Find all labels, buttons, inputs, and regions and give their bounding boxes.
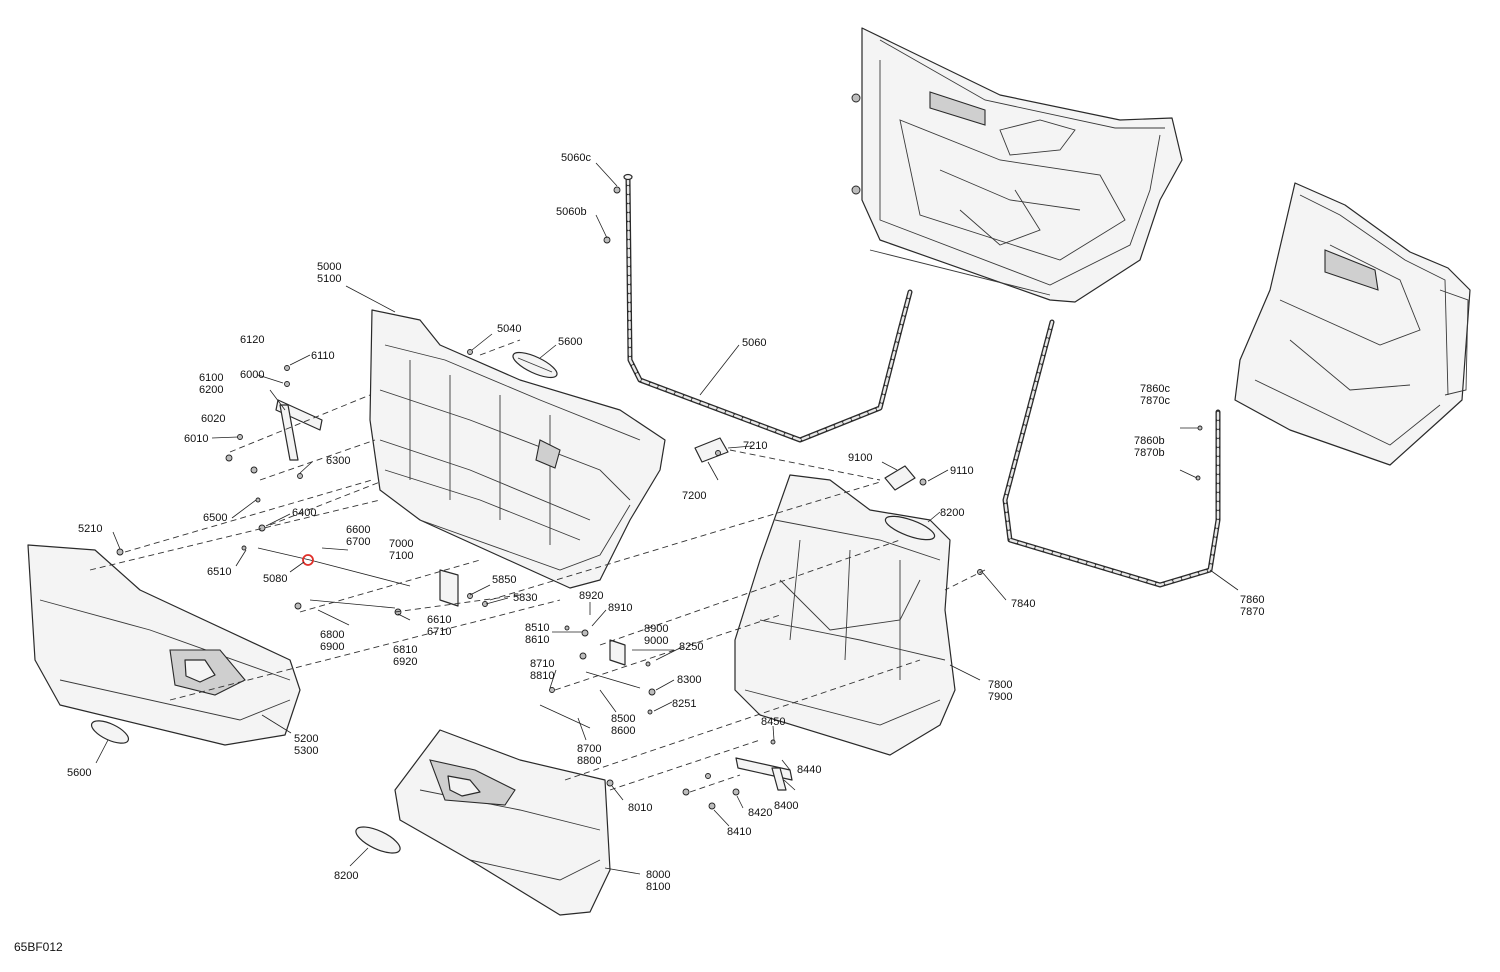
door-frame-5000	[369, 309, 666, 589]
callout-7210: 7210	[743, 440, 768, 452]
callout-6110: 6110	[311, 350, 335, 362]
callout-7860c-7870c: 7860c 7870c	[1140, 383, 1170, 407]
callout-7000-7100: 7000 7100	[389, 538, 414, 562]
callout-5000-5100: 5000 5100	[317, 261, 342, 285]
bracket-9100	[884, 465, 916, 491]
weatherstrip-5060	[623, 173, 913, 443]
callout-8200-right: 8200	[940, 507, 965, 519]
callout-8900-9000: 8900 9000	[644, 623, 669, 647]
hardware-fasteners	[116, 186, 1203, 810]
callout-6510: 6510	[207, 566, 232, 578]
door-panel-8000	[394, 729, 611, 916]
handle-5600-top	[512, 351, 558, 379]
callout-6010: 6010	[184, 433, 209, 445]
weatherstrip-7860	[1002, 319, 1221, 588]
callout-6810-6920: 6810 6920	[393, 644, 418, 668]
callout-6300: 6300	[326, 455, 351, 467]
callout-8410: 8410	[727, 826, 752, 838]
callout-8450: 8450	[761, 716, 786, 728]
door-frame-7800	[734, 474, 956, 756]
alignment-lines	[89, 339, 986, 793]
latch-7000	[439, 569, 459, 607]
callout-8700-8800: 8700 8800	[577, 743, 602, 767]
callout-6610-6710: 6610 6710	[427, 614, 452, 638]
callout-6400: 6400	[292, 507, 317, 519]
callout-5600-bottom: 5600	[67, 767, 92, 779]
callout-6020: 6020	[201, 413, 226, 425]
rod-8700	[539, 671, 641, 729]
callout-7200: 7200	[682, 490, 707, 502]
callout-6120: 6120	[240, 334, 265, 346]
callout-5040: 5040	[497, 323, 522, 335]
hinge-6000	[275, 399, 323, 461]
callout-8251: 8251	[672, 698, 697, 710]
latch-bracket-7200	[694, 437, 729, 463]
handle-5600-bottom	[90, 720, 130, 744]
callout-5200-5300: 5200 5300	[294, 733, 319, 757]
callout-5060b: 5060b	[556, 206, 587, 218]
callout-8250: 8250	[679, 641, 704, 653]
handle-8200-bottom	[355, 826, 401, 854]
callout-6800-6900: 6800 6900	[320, 629, 345, 653]
callout-8420: 8420	[748, 807, 773, 819]
callout-6600-6700: 6600 6700	[346, 524, 371, 548]
callout-5080: 5080	[263, 573, 288, 585]
callout-5600-top: 5600	[558, 336, 583, 348]
door-panel-5200	[27, 544, 301, 746]
callout-7860-7870: 7860 7870	[1240, 594, 1265, 618]
callout-7840: 7840	[1011, 598, 1036, 610]
callout-7860b-7870b: 7860b 7870b	[1134, 435, 1165, 459]
callout-5830: 5830	[513, 592, 538, 604]
callout-8010: 8010	[628, 802, 653, 814]
callout-8500-8600: 8500 8600	[611, 713, 636, 737]
callout-5060: 5060	[742, 337, 767, 349]
rod-6600	[257, 547, 411, 609]
figure-code: 65BF012	[14, 940, 63, 954]
callout-8510-8610: 8510 8610	[525, 622, 550, 646]
callout-6100-6200: 6100 6200	[199, 372, 224, 396]
callout-5210: 5210	[78, 523, 103, 535]
callout-6500: 6500	[203, 512, 228, 524]
latch-8900	[609, 639, 626, 666]
highlighted-washer-5080	[302, 554, 314, 566]
callout-5060c: 5060c	[561, 152, 591, 164]
callout-8300: 8300	[677, 674, 702, 686]
rear-door-assembly-top	[851, 27, 1183, 303]
callout-8710-8810: 8710 8810	[530, 658, 555, 682]
callout-8440: 8440	[797, 764, 822, 776]
callout-7800-7900: 7800 7900	[988, 679, 1013, 703]
callout-leaders	[95, 162, 1239, 875]
callout-8920: 8920	[579, 590, 604, 602]
callout-5850: 5850	[492, 574, 517, 586]
callout-8200-bottom: 8200	[334, 870, 359, 882]
callout-9110: 9110	[950, 465, 974, 477]
callout-8000-8100: 8000 8100	[646, 869, 671, 893]
callout-8910: 8910	[608, 602, 633, 614]
handle-8200-right	[884, 515, 936, 541]
callout-6000: 6000	[240, 369, 265, 381]
hinge-8400	[735, 757, 793, 791]
rear-door-assembly-right	[1234, 182, 1471, 466]
callout-8400: 8400	[774, 800, 799, 812]
callout-9100: 9100	[848, 452, 873, 464]
